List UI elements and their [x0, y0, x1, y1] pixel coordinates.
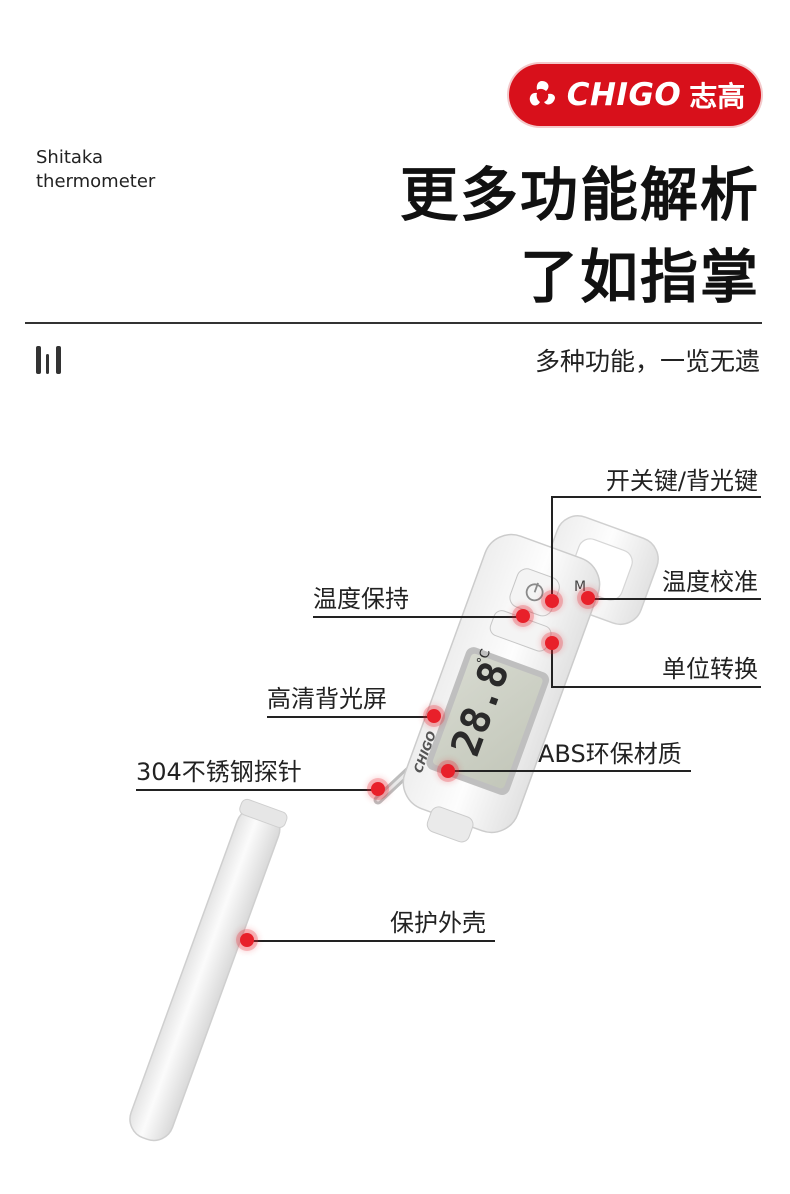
callout-label-abs-material: ABS环保材质	[538, 740, 682, 768]
callout-dot-calibration	[581, 591, 595, 605]
callout-dot-power	[545, 594, 559, 608]
callout-label-probe: 304不锈钢探针	[136, 758, 302, 786]
brand-name: CHIGO	[566, 77, 682, 113]
callout-line-calibration	[588, 598, 761, 600]
callout-line-screen	[267, 716, 433, 718]
callout-line-sheath	[247, 940, 495, 942]
product-name: Shitaka thermometer	[36, 146, 236, 194]
callout-line-power-h	[551, 496, 761, 498]
callout-line-power-v	[551, 496, 553, 594]
section-divider	[25, 322, 762, 324]
product-name-line1: Shitaka	[36, 147, 104, 168]
callout-line-probe	[136, 789, 379, 791]
lcd-unit: °C	[475, 647, 494, 667]
brand-logo-badge: CHIGO 志高	[509, 64, 761, 126]
mode-button-label: M	[574, 579, 586, 595]
brand-name-cn: 志高	[689, 80, 746, 113]
protective-sheath	[129, 798, 288, 1142]
callout-line-hold	[313, 616, 523, 618]
callout-line-unit-v	[551, 644, 553, 688]
headline-line1: 更多功能解析	[399, 161, 760, 229]
callout-dot-screen	[427, 709, 441, 723]
thermometer-body	[402, 515, 659, 843]
product-name-line2: thermometer	[36, 171, 156, 192]
callout-line-unit-h	[551, 686, 761, 688]
headline-line2: 了如指掌	[519, 243, 760, 311]
callout-label-hd-screen: 高清背光屏	[267, 685, 387, 713]
callout-label-sheath: 保护外壳	[390, 909, 486, 937]
chigo-logo-icon	[529, 81, 555, 106]
callout-label-calibration: 温度校准	[662, 568, 758, 596]
callout-label-hold: 温度保持	[313, 585, 409, 613]
callout-label-unit-switch: 单位转换	[662, 655, 758, 683]
callout-dot-unit	[545, 636, 559, 650]
callout-dot-abs	[441, 764, 455, 778]
callout-label-power-backlight: 开关键/背光键	[605, 467, 758, 495]
callout-dot-sheath	[240, 933, 254, 947]
section-subtitle: 多种功能，一览无遗	[534, 347, 760, 376]
callout-line-abs	[448, 770, 691, 772]
callout-dot-hold	[516, 609, 530, 623]
section-bars-icon	[36, 346, 62, 374]
callout-dot-probe	[371, 782, 385, 796]
